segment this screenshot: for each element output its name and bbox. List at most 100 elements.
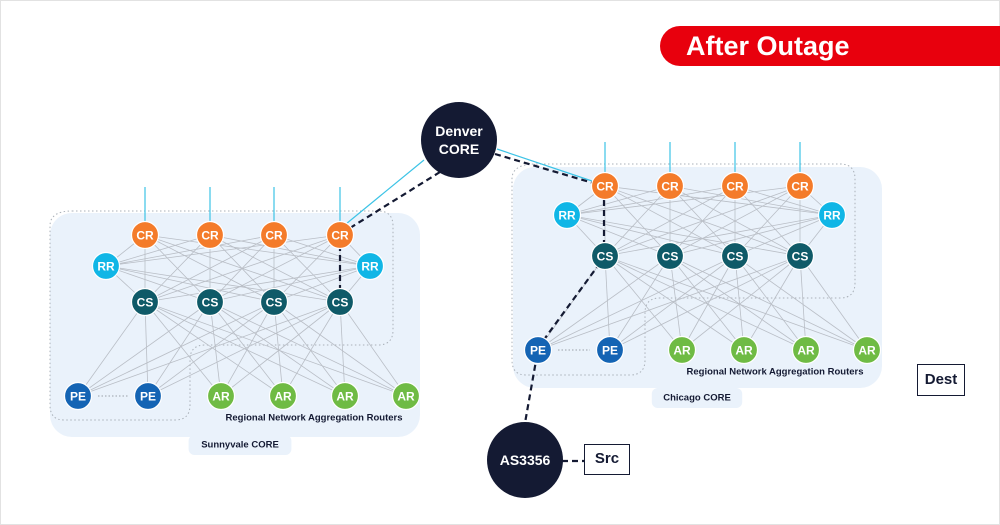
mesh-link <box>144 234 211 303</box>
pe-node <box>133 381 163 411</box>
mesh-link <box>282 301 341 397</box>
mesh-link <box>209 301 407 397</box>
rr-node <box>355 251 385 281</box>
rr-label: RR <box>97 260 115 274</box>
mesh-link <box>209 301 346 397</box>
cs-node <box>590 241 620 271</box>
mesh-link <box>273 301 346 397</box>
mesh-link <box>566 214 671 257</box>
mesh-link <box>220 301 275 397</box>
ar-node <box>268 381 298 411</box>
mesh-link <box>147 301 275 397</box>
region-box <box>513 167 882 388</box>
mesh-link <box>77 301 146 397</box>
mesh-link <box>799 255 868 351</box>
mesh-link <box>537 255 671 351</box>
rr-label: RR <box>823 209 841 223</box>
denver-sunnyvale-link <box>345 159 425 225</box>
cr-node <box>655 171 685 201</box>
mesh-link <box>604 214 833 257</box>
mesh-link <box>273 301 284 397</box>
cs-label: CS <box>202 296 219 310</box>
mesh-link <box>566 185 671 216</box>
cs-node <box>655 241 685 271</box>
mesh-link <box>144 301 149 397</box>
cs-label: CS <box>662 250 679 264</box>
after-outage-banner: After Outage <box>660 26 1000 66</box>
mesh-link <box>339 301 346 397</box>
mesh-link <box>147 301 211 397</box>
cr-label: CR <box>596 180 614 194</box>
mesh-link <box>209 265 371 303</box>
mesh-link <box>144 265 371 303</box>
mesh-link <box>566 214 736 257</box>
mesh-link <box>669 255 683 351</box>
cr-label: CR <box>661 180 679 194</box>
mesh-link <box>105 234 211 267</box>
pe-label: PE <box>140 390 156 404</box>
cr-node <box>195 220 225 250</box>
mesh-link <box>669 255 807 351</box>
cr-label: CR <box>331 229 349 243</box>
mesh-link <box>734 185 833 216</box>
region-box <box>50 213 420 437</box>
mesh-link <box>604 185 833 216</box>
pe-node <box>63 381 93 411</box>
mesh-link <box>604 255 745 351</box>
mesh-link <box>105 234 275 267</box>
rr-node <box>91 251 121 281</box>
cs-label: CS <box>137 296 154 310</box>
mesh-link <box>144 234 275 303</box>
mesh-link <box>144 301 222 397</box>
mesh-link <box>669 255 745 351</box>
cr-label: CR <box>265 229 283 243</box>
rr-label: RR <box>558 209 576 223</box>
mesh-link <box>105 265 275 303</box>
ar-node <box>330 381 360 411</box>
mesh-link <box>77 301 341 397</box>
mesh-link <box>566 185 801 216</box>
mesh-link <box>609 255 671 351</box>
mesh-link <box>209 301 284 397</box>
as3356-node <box>487 422 563 498</box>
denver-core-node <box>421 102 497 178</box>
ar-label: AR <box>397 390 415 404</box>
cs-node <box>785 241 815 271</box>
cr-node <box>590 171 620 201</box>
mesh-link <box>144 301 346 397</box>
mesh-link <box>566 185 736 216</box>
cs-node <box>195 287 225 317</box>
cr-node <box>720 171 750 201</box>
ar-label: AR <box>858 344 876 358</box>
rr-node <box>552 200 582 230</box>
ar-label: AR <box>797 344 815 358</box>
mesh-link <box>77 301 211 397</box>
mesh-link <box>681 255 801 351</box>
denver-core-label-line1: Denver <box>435 123 483 139</box>
cs-label: CS <box>727 250 744 264</box>
mesh-link <box>734 185 801 257</box>
cr-node <box>259 220 289 250</box>
ar-node <box>391 381 421 411</box>
region-label-pill <box>188 435 292 455</box>
mesh-link <box>669 185 801 257</box>
ar-node <box>206 381 236 411</box>
ar-node <box>852 335 882 365</box>
mesh-link <box>734 255 807 351</box>
region-name-label: Sunnyvale CORE <box>201 440 279 451</box>
mesh-link <box>339 301 407 397</box>
pe-label: PE <box>530 344 546 358</box>
pe-label: PE <box>602 344 618 358</box>
cs-label: CS <box>792 250 809 264</box>
mesh-link <box>537 255 736 351</box>
pe-node <box>523 335 553 365</box>
mesh-link <box>105 265 341 303</box>
mesh-link <box>147 301 341 397</box>
cs-node <box>720 241 750 271</box>
mesh-link <box>537 255 801 351</box>
mesh-link <box>209 234 371 267</box>
cs-node <box>130 287 160 317</box>
mesh-link <box>220 301 341 397</box>
mesh-link <box>144 301 284 397</box>
